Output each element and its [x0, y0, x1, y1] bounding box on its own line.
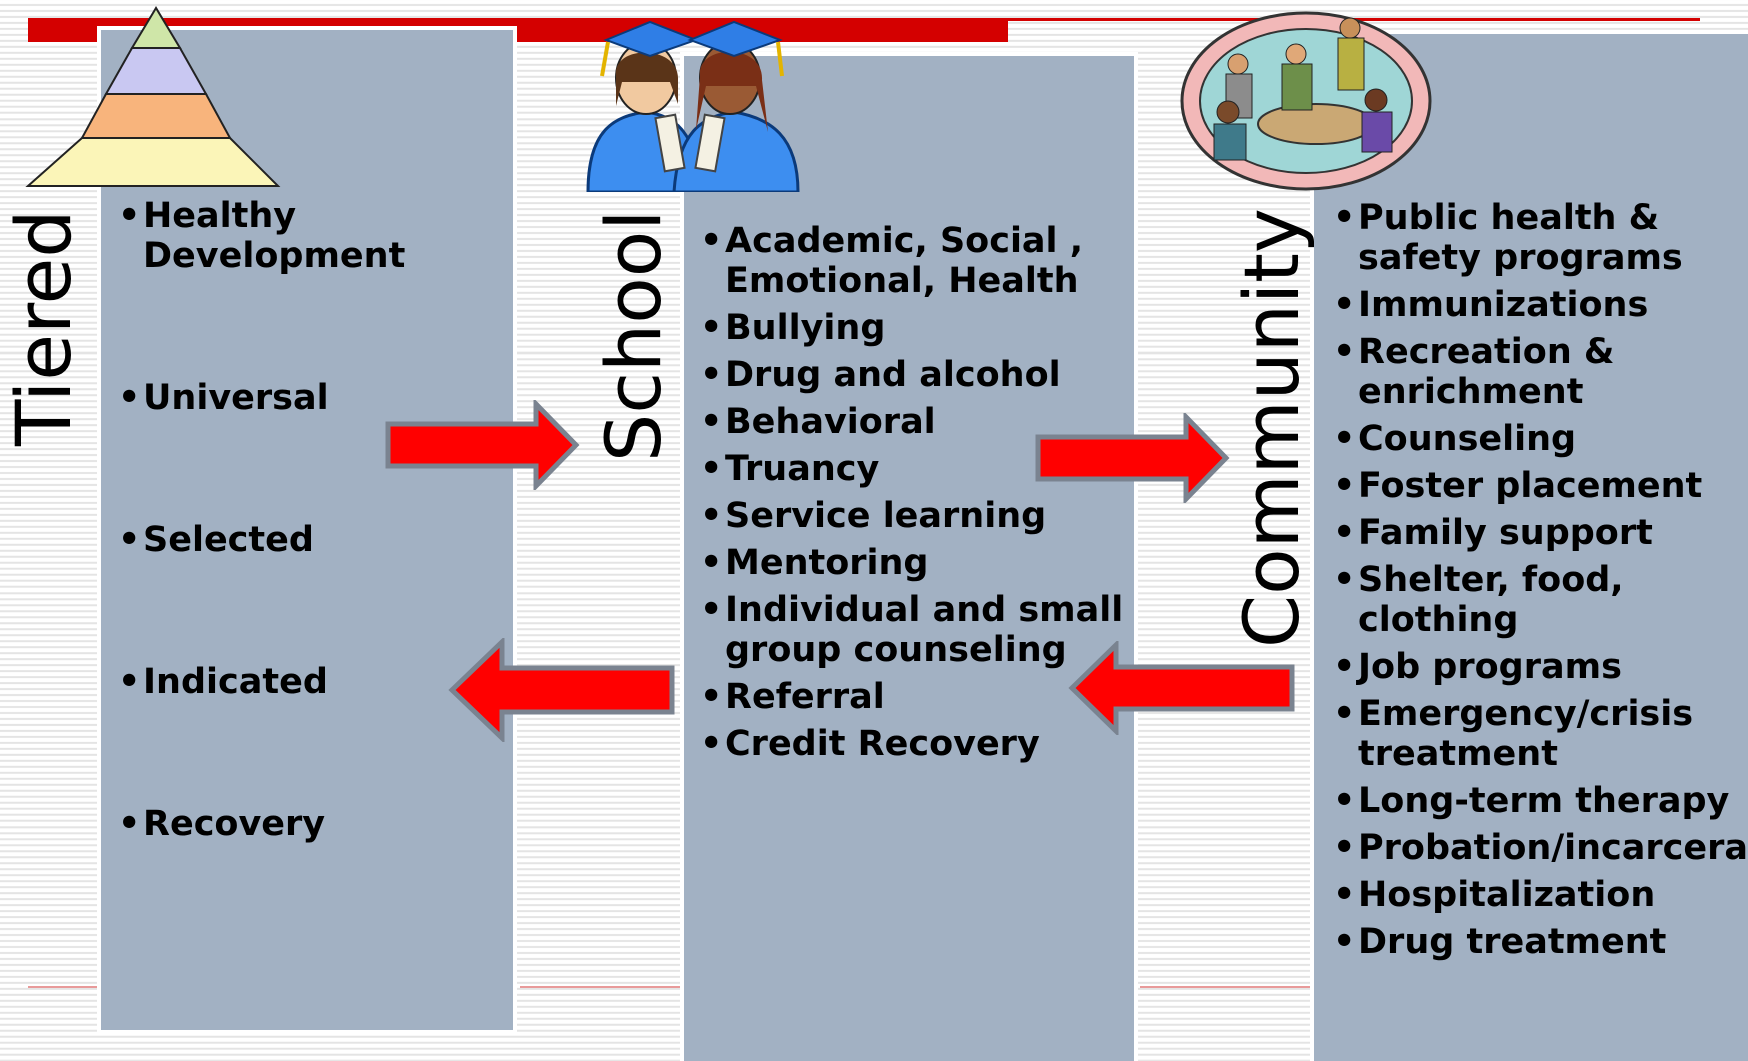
- list-item: Referral: [700, 677, 1140, 717]
- pyramid-icon: [25, 6, 281, 187]
- arrow-school-to-tiered: [448, 638, 675, 742]
- list-item: Truancy: [700, 449, 1140, 489]
- list-item: Universal: [118, 378, 498, 418]
- list-item: Bullying: [700, 308, 1140, 348]
- list-item: Individual and small group counseling: [700, 590, 1140, 670]
- school-title: School: [589, 209, 678, 462]
- meeting-icon: [1180, 11, 1432, 191]
- list-item: Probation/incarceration: [1333, 828, 1748, 868]
- bottom-accent-line-1: [28, 986, 100, 988]
- school-list: Academic, Social , Emotional, Health Bul…: [700, 221, 1140, 771]
- list-item: Healthy Development: [118, 196, 498, 276]
- list-item: Drug treatment: [1333, 922, 1748, 962]
- list-item: Credit Recovery: [700, 724, 1140, 764]
- bottom-accent-line-2: [520, 986, 680, 988]
- list-item: Recovery: [118, 804, 498, 844]
- list-item: Drug and alcohol: [700, 355, 1140, 395]
- list-item: Foster placement: [1333, 466, 1748, 506]
- list-item: Service learning: [700, 496, 1140, 536]
- arrow-tiered-to-school: [385, 400, 580, 490]
- list-item: Recreation & enrichment: [1333, 332, 1748, 412]
- list-item: Hospitalization: [1333, 875, 1748, 915]
- tiered-list: Healthy Development Universal Selected I…: [118, 196, 498, 946]
- list-item: Indicated: [118, 662, 498, 702]
- list-item: Mentoring: [700, 543, 1140, 583]
- community-list: Public health & safety programs Immuniza…: [1333, 198, 1748, 969]
- list-item: Long-term therapy: [1333, 781, 1748, 821]
- list-item: Emergency/crisis treatment: [1333, 694, 1748, 774]
- list-item: Family support: [1333, 513, 1748, 553]
- list-item: Job programs: [1333, 647, 1748, 687]
- list-item: Behavioral: [700, 402, 1140, 442]
- list-item: Selected: [118, 520, 498, 560]
- list-item: Shelter, food, clothing: [1333, 560, 1748, 640]
- list-item: Counseling: [1333, 419, 1748, 459]
- list-item: Academic, Social , Emotional, Health: [700, 221, 1140, 301]
- list-item: Immunizations: [1333, 285, 1748, 325]
- bottom-accent-line-3: [1140, 986, 1310, 988]
- tiered-title: Tiered: [0, 209, 88, 446]
- community-title: Community: [1227, 208, 1316, 648]
- graduates-icon: [586, 20, 800, 192]
- list-item: Public health & safety programs: [1333, 198, 1748, 278]
